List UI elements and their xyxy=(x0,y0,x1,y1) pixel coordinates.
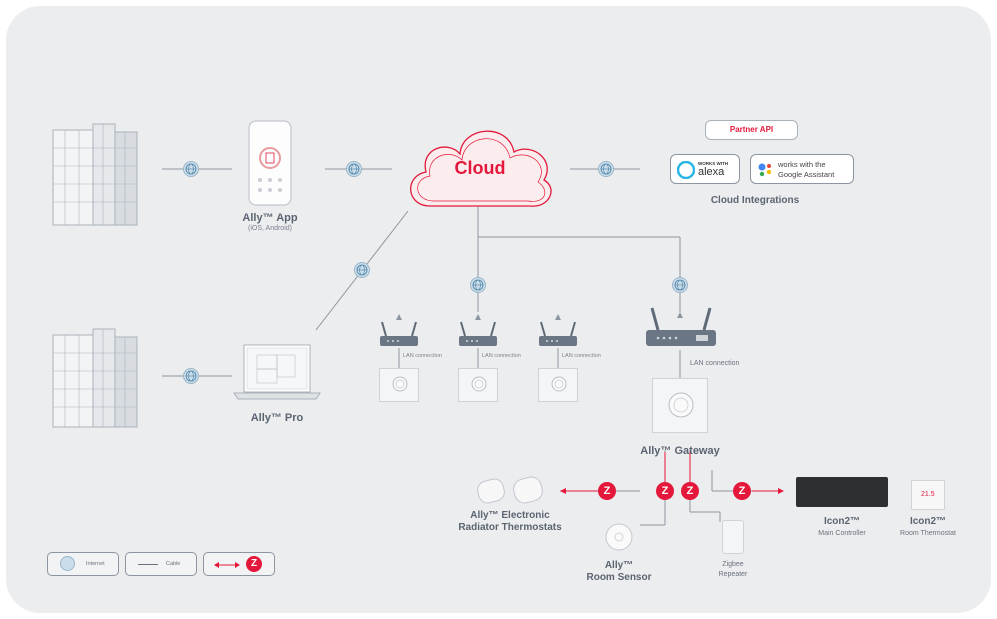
smartphone-icon xyxy=(248,120,292,206)
router-icon xyxy=(646,307,716,346)
cable-line-icon xyxy=(138,564,158,565)
partner-api-badge: Partner API xyxy=(705,120,798,140)
internet-globe-icon xyxy=(470,277,486,293)
dial-icon xyxy=(668,392,694,418)
room-sensor-icon xyxy=(605,523,633,551)
alexa-works-with: WORKS WITH xyxy=(698,161,728,166)
google-assistant-badge: works with the Google Assistant xyxy=(750,154,854,184)
internet-globe-icon xyxy=(354,262,370,278)
lan-connection-label: LAN connection xyxy=(562,353,601,359)
internet-globe-icon xyxy=(183,368,199,384)
google-assistant-logo-icon xyxy=(758,163,772,177)
legend-cable: Cable xyxy=(125,552,197,576)
icon2-main-title: Icon2™ xyxy=(823,516,861,527)
office-building-icon xyxy=(52,123,138,226)
internet-globe-icon xyxy=(60,556,75,571)
zigbee-icon: Z xyxy=(598,482,616,500)
legend-internet-label: Internet xyxy=(86,561,105,567)
zigbee-icon: Z xyxy=(681,482,699,500)
cloud-integrations-label: Cloud Integrations xyxy=(710,195,800,206)
diagram-panel xyxy=(6,6,991,613)
alexa-badge: WORKS WITH alexa xyxy=(670,154,740,184)
icon2-room-thermostat-device: 21.5 xyxy=(911,480,945,510)
dial-icon xyxy=(392,376,408,392)
ally-pro-title: Ally™ Pro xyxy=(250,412,304,424)
router-icon xyxy=(459,321,497,346)
internet-globe-icon xyxy=(672,277,688,293)
dial-icon xyxy=(471,376,487,392)
gateway-lan-label: LAN connection xyxy=(690,360,740,367)
icon2-room-title: Icon2™ xyxy=(909,516,947,527)
legend-cable-label: Cable xyxy=(166,561,181,567)
cloud-icon xyxy=(410,130,552,207)
router-icon xyxy=(380,321,418,346)
radiator-thermostat-icon xyxy=(477,476,543,504)
zigbee-repeater-device xyxy=(722,520,744,554)
google-line1: works with the xyxy=(778,160,826,169)
radiator-line1: Ally™ Electronic xyxy=(470,510,550,521)
zigbee-icon: Z xyxy=(656,482,674,500)
google-line2: Google Assistant xyxy=(778,170,835,179)
room-sensor-line2: Room Sensor xyxy=(586,572,652,583)
icon2-main-subtitle: Main Controller xyxy=(818,530,866,537)
room-sensor-line1: Ally™ xyxy=(604,560,634,571)
partner-api-label: Partner API xyxy=(729,125,774,134)
zigbee-icon: Z xyxy=(246,556,262,572)
gateway-device xyxy=(538,368,578,402)
office-building-icon xyxy=(52,328,138,428)
icon2-main-controller-device xyxy=(796,477,888,507)
internet-globe-icon xyxy=(598,161,614,177)
zigbee-repeater-line2: Repeater xyxy=(718,571,748,578)
alexa-name: alexa xyxy=(698,166,725,178)
laptop-icon xyxy=(233,344,321,400)
zigbee-icon: Z xyxy=(733,482,751,500)
dial-icon xyxy=(551,376,567,392)
ally-gateway-title: Ally™ Gateway xyxy=(640,445,720,457)
legend-internet: Internet xyxy=(47,552,119,576)
internet-globe-icon xyxy=(346,161,362,177)
ally-app-subtitle: (iOS, Android) xyxy=(248,225,292,232)
gateway-device xyxy=(458,368,498,402)
router-icon xyxy=(539,321,577,346)
ally-app-title: Ally™ App xyxy=(242,212,298,224)
legend-zigbee: Z xyxy=(203,552,275,576)
cloud-label: Cloud xyxy=(454,158,506,178)
radiator-line2: Radiator Thermostats xyxy=(458,522,562,533)
zigbee-repeater-line1: Zigbee xyxy=(722,561,744,568)
internet-globe-icon xyxy=(183,161,199,177)
lan-connection-label: LAN connection xyxy=(403,353,442,359)
zigbee-arrow-icon xyxy=(214,562,240,568)
gateway-device xyxy=(379,368,419,402)
ally-gateway-device xyxy=(652,378,708,433)
lan-connection-label: LAN connection xyxy=(482,353,521,359)
icon2-room-subtitle: Room Thermostat xyxy=(900,530,956,537)
alexa-logo-icon xyxy=(677,161,695,179)
